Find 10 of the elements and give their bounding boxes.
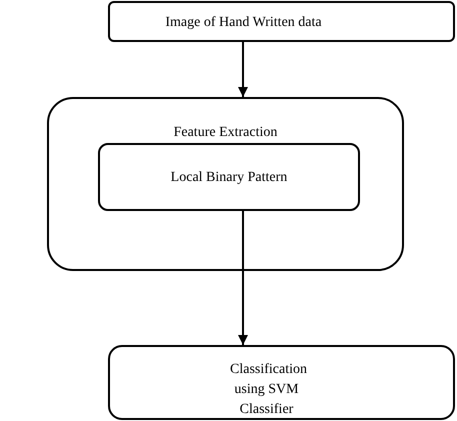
- node-label: Image of Hand Written data: [164, 14, 323, 32]
- node-label: Classification using SVM Classifier: [229, 361, 308, 419]
- process-box: [98, 143, 360, 211]
- arrow: [238, 42, 248, 97]
- node-label: Local Binary Pattern: [170, 169, 288, 187]
- arrow: [238, 211, 248, 345]
- node-label: Feature Extraction: [172, 124, 278, 142]
- process-box: [108, 1, 455, 42]
- process-box: [47, 97, 404, 271]
- process-box: [108, 345, 455, 420]
